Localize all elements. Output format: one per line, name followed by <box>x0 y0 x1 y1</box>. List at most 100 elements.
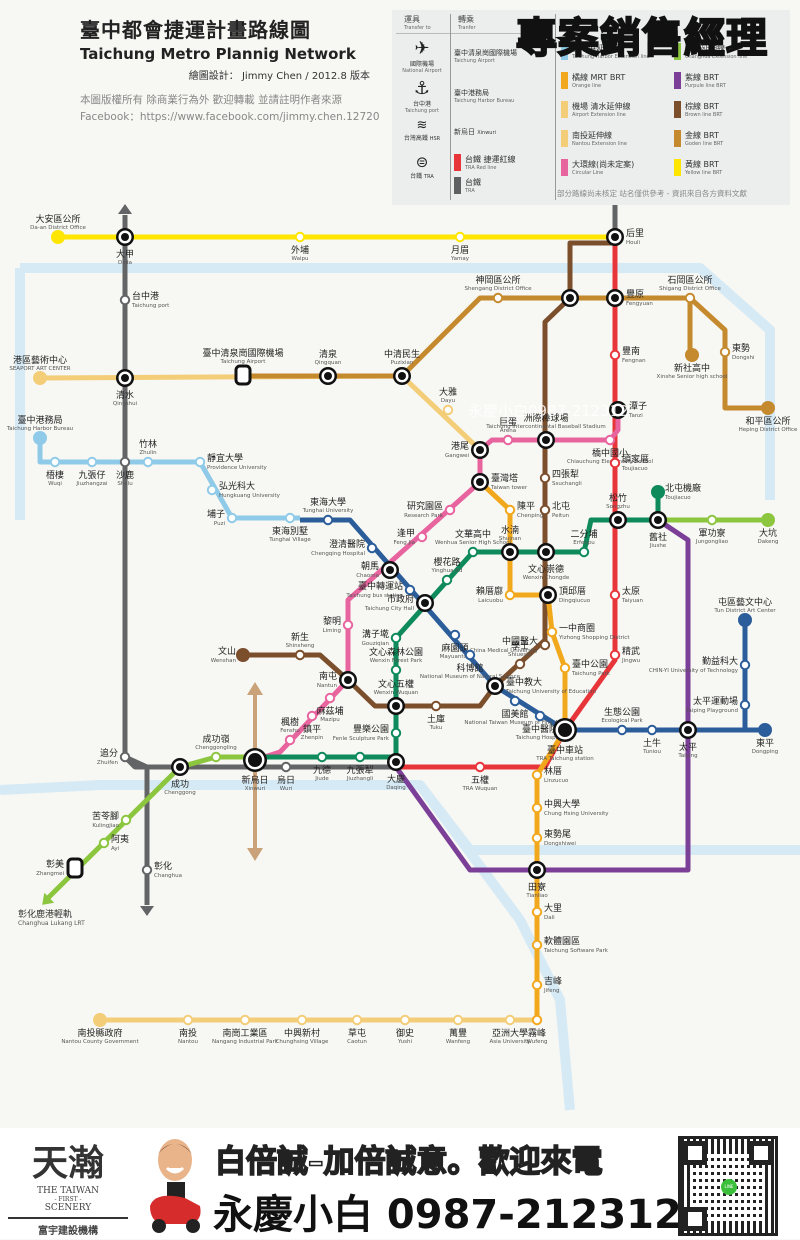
facebook-link[interactable]: Facebook：https://www.facebook.com/jimmy.… <box>80 111 380 123</box>
agent-phone[interactable]: 永慶小白 0987-212312 <box>213 1192 682 1238</box>
qr-code[interactable]: LINE <box>678 1136 778 1236</box>
